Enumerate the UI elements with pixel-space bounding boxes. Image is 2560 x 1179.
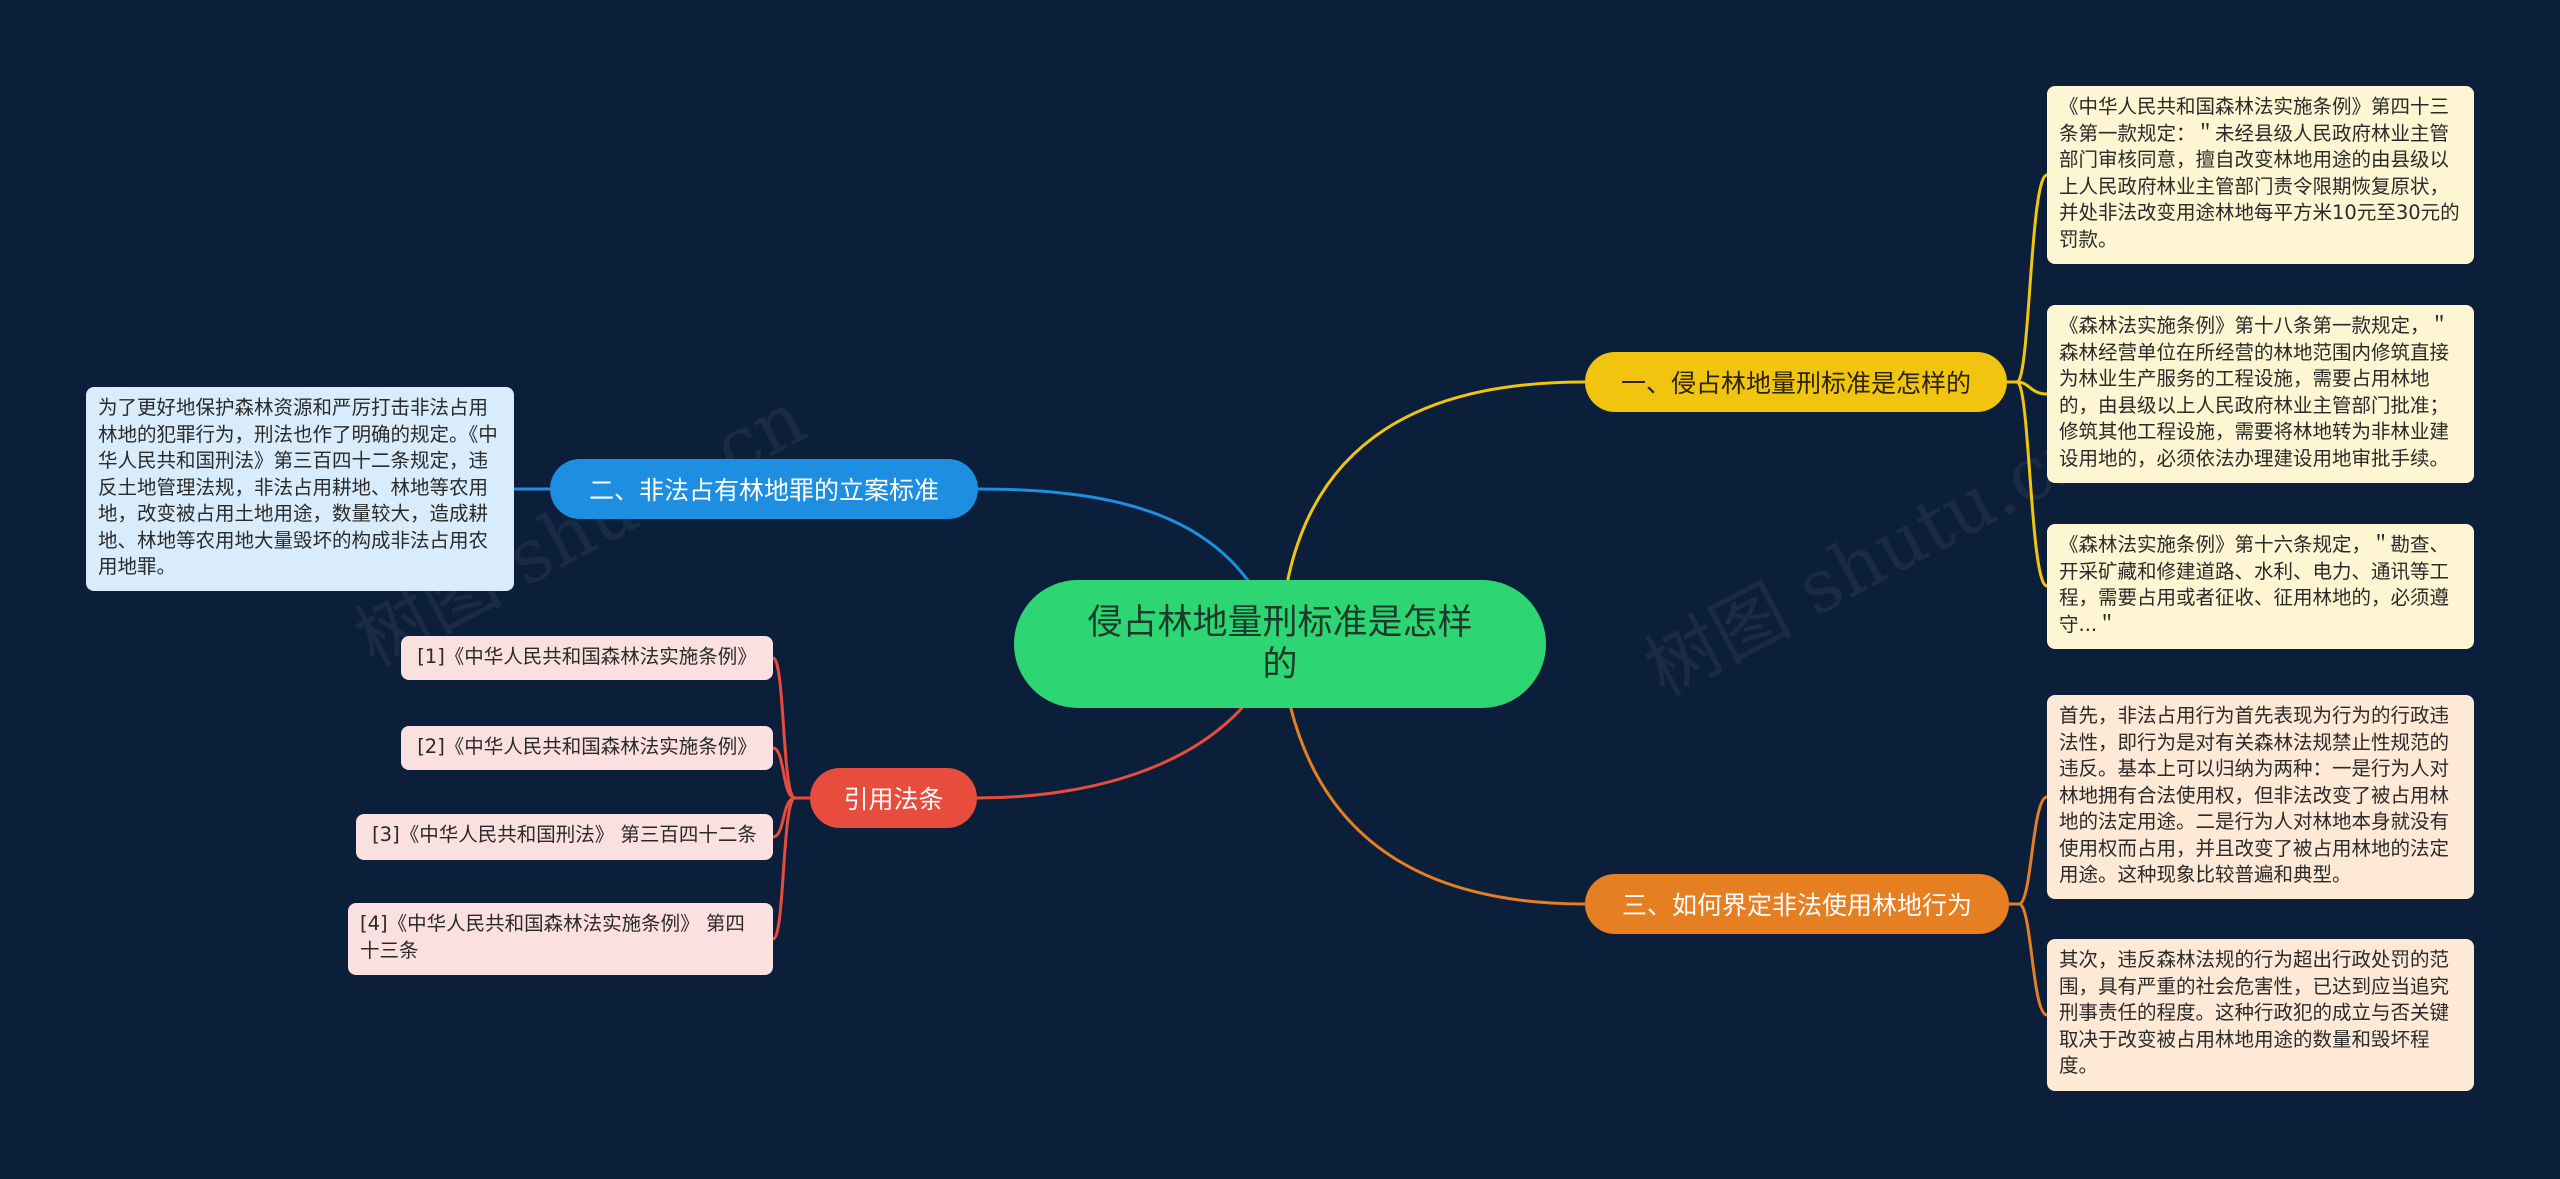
link-b4-leaf2 xyxy=(2009,902,2048,1017)
leaf-criminal-liability[interactable]: 其次，违反森林法规的行为超出行政处罚的范围，具有严重的社会危害性，已达到应当追究… xyxy=(2047,939,2474,1091)
leaf-forest-law-art18[interactable]: 《森林法实施条例》第十八条第一款规定，＂森林经营单位在所经营的林地范围内修筑直接… xyxy=(2047,305,2474,483)
link-b3-ref4 xyxy=(771,796,810,941)
branch-filing-standard[interactable]: 二、非法占有林地罪的立案标准 xyxy=(550,459,978,519)
link-b1-leaf3 xyxy=(2007,380,2049,588)
branch-illegal-use-definition[interactable]: 三、如何界定非法使用林地行为 xyxy=(1585,874,2009,934)
root-topic[interactable]: 侵占林地量刑标准是怎样的 xyxy=(1014,580,1546,708)
link-b1-leaf1 xyxy=(2007,173,2049,384)
branch-sentencing-standard[interactable]: 一、侵占林地量刑标准是怎样的 xyxy=(1585,352,2007,412)
reference-item[interactable]: [1]《中华人民共和国森林法实施条例》 xyxy=(401,636,773,680)
link-b4-leaf1 xyxy=(2009,795,2048,906)
leaf-forest-law-art43[interactable]: 《中华人民共和国森林法实施条例》第四十三条第一款规定：＂未经县级人民政府林业主管… xyxy=(2047,86,2474,264)
reference-item[interactable]: [3]《中华人民共和国刑法》 第三百四十二条 xyxy=(356,814,773,860)
branch-cited-laws[interactable]: 引用法条 xyxy=(810,768,977,828)
reference-item[interactable]: [2]《中华人民共和国森林法实施条例》 xyxy=(401,726,773,770)
root-topic-label: 侵占林地量刑标准是怎样的 xyxy=(1087,603,1473,685)
link-root-b1 xyxy=(1278,380,1586,645)
leaf-administrative-illegality[interactable]: 首先，非法占用行为首先表现为行为的行政违法性，即行为是对有关森林法规禁止性规范的… xyxy=(2047,695,2474,899)
leaf-forest-law-art16[interactable]: 《森林法实施条例》第十六条规定，＂勘查、开采矿藏和修建道路、水利、电力、通讯等工… xyxy=(2047,524,2474,649)
link-b1-leaf2 xyxy=(2007,380,2048,396)
leaf-criminal-law-art342[interactable]: 为了更好地保护森林资源和严厉打击非法占用林地的犯罪行为，刑法也作了明确的规定。《… xyxy=(86,387,514,591)
link-b3-ref1 xyxy=(771,656,810,800)
link-root-b4 xyxy=(1278,643,1586,906)
reference-item[interactable]: [4]《中华人民共和国森林法实施条例》 第四十三条 xyxy=(348,903,773,975)
